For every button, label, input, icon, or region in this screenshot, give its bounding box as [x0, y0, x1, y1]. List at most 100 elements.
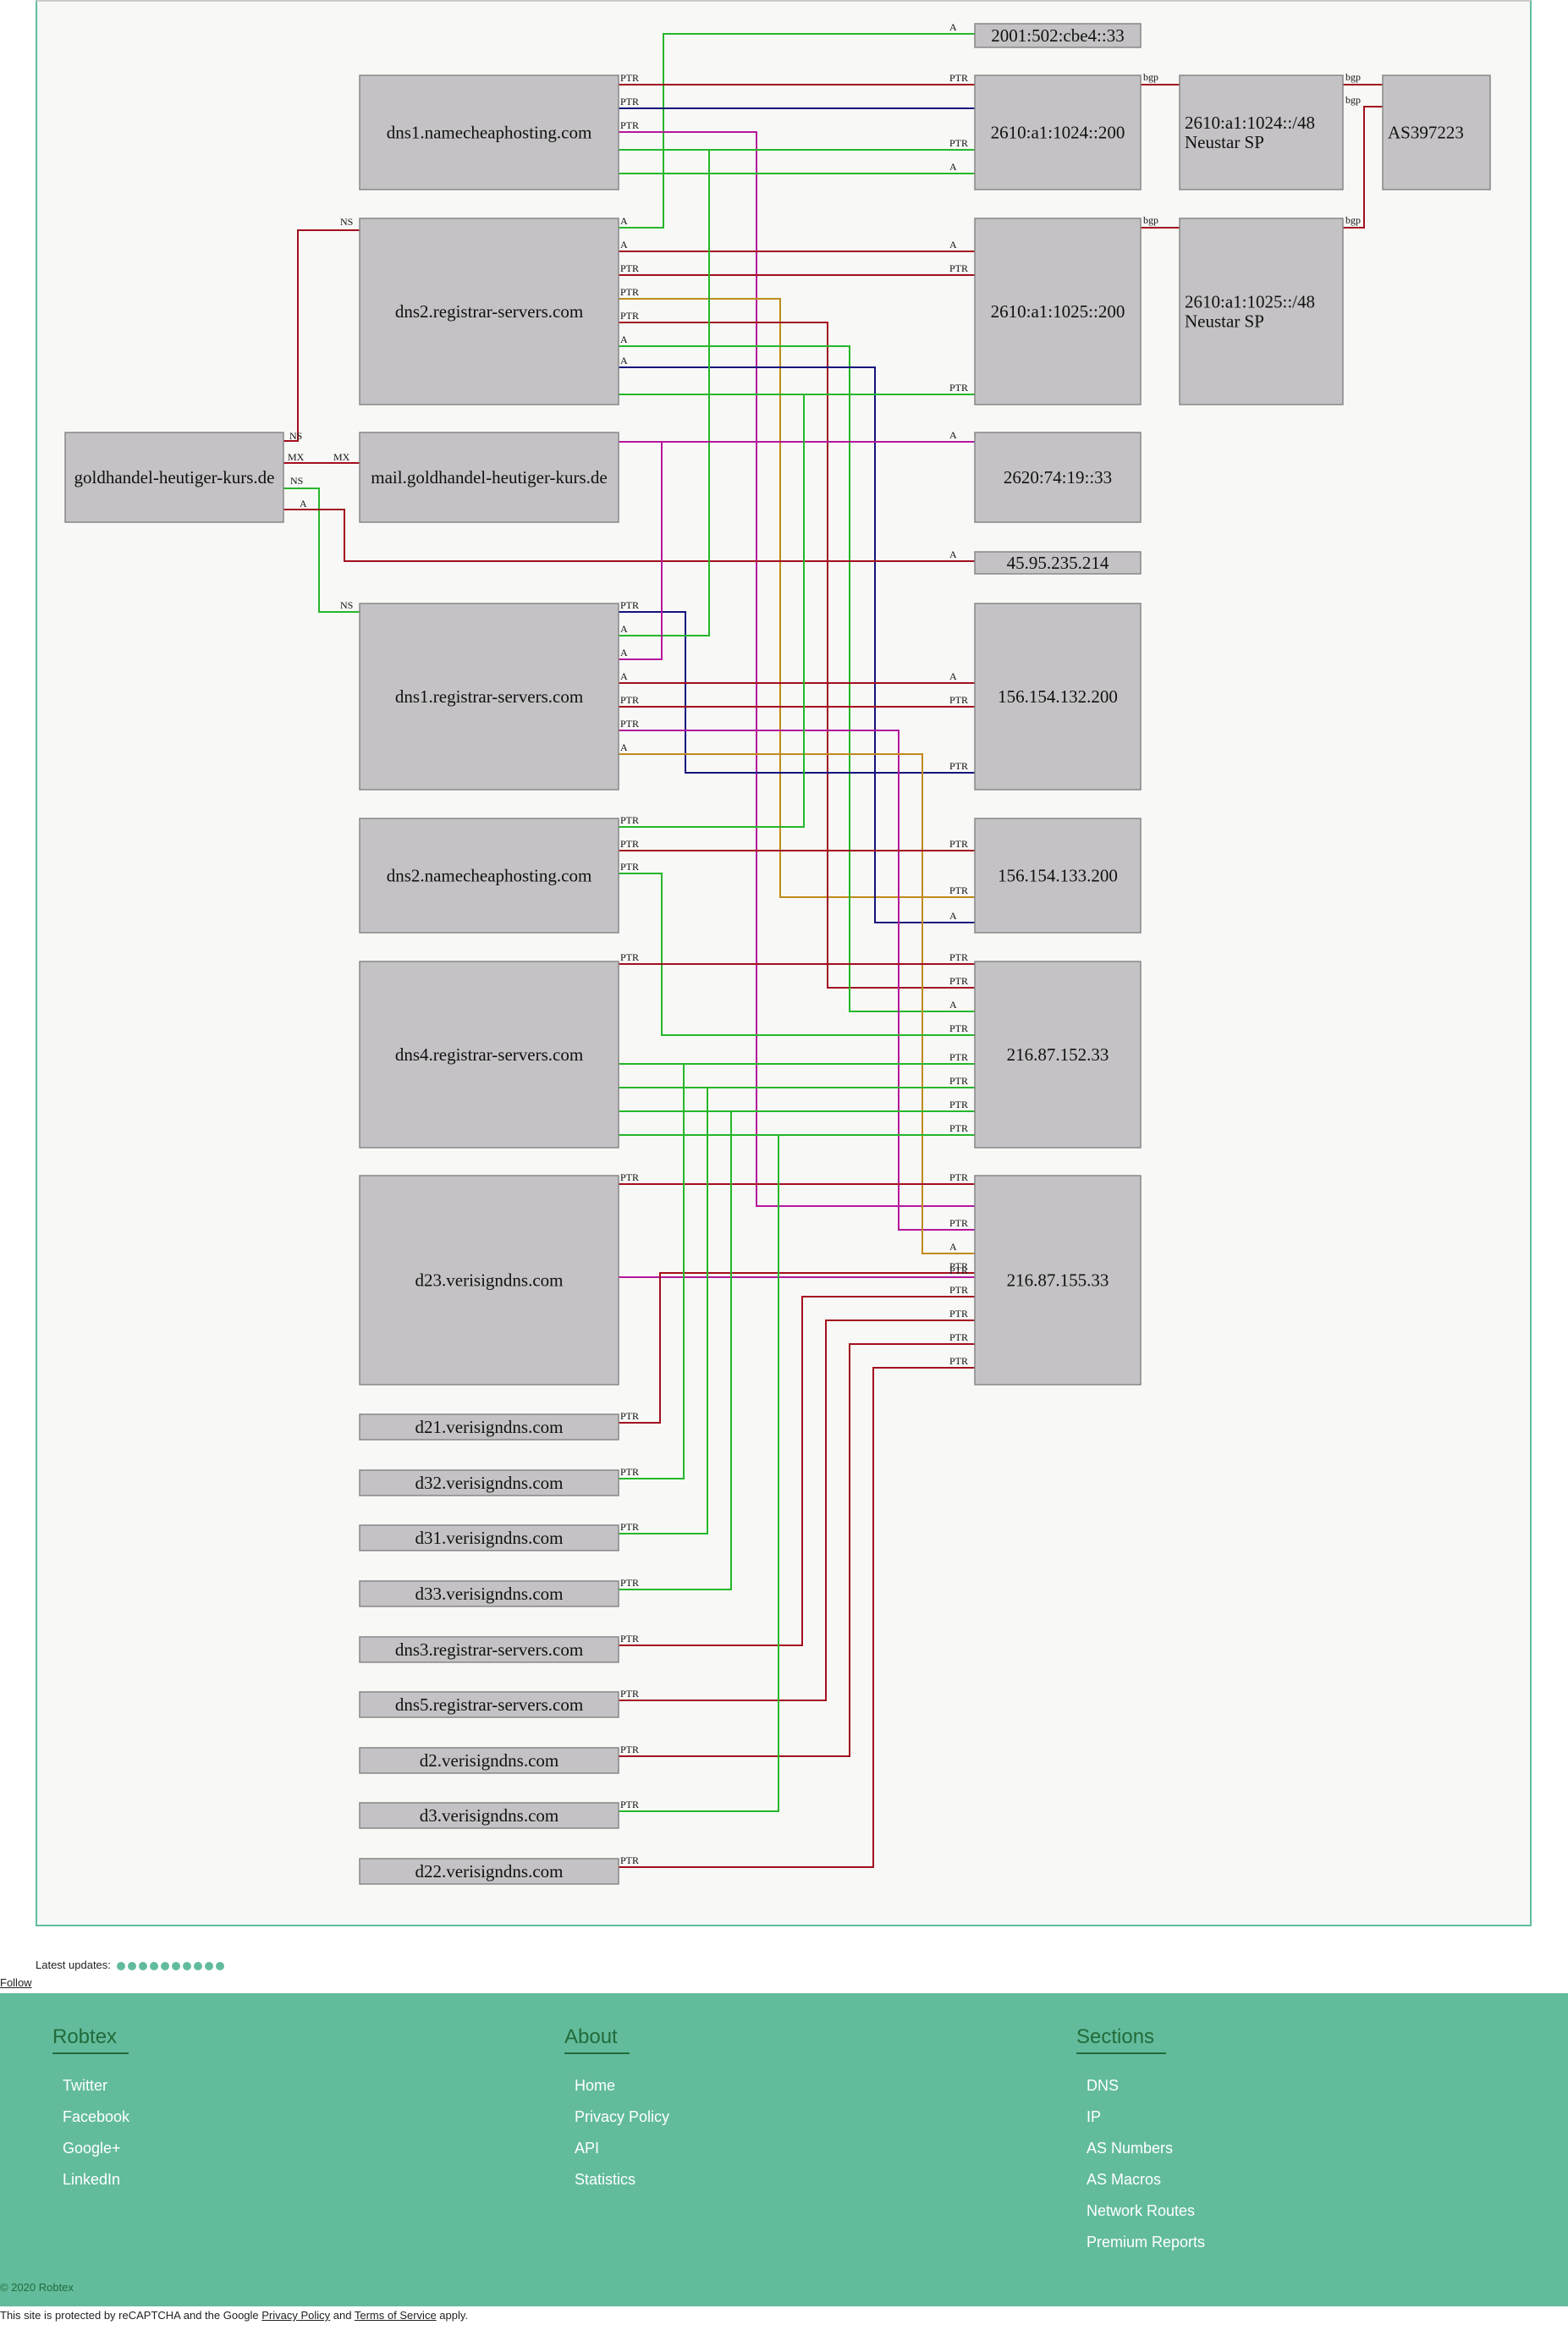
update-dot[interactable]: [204, 1961, 213, 1970]
footer-link-api[interactable]: API: [575, 2140, 600, 2157]
node-dns1nc[interactable]: dns1.namecheaphosting.com: [359, 74, 619, 190]
update-dot[interactable]: [193, 1961, 202, 1970]
node-n2620[interactable]: 2620:74:19::33: [974, 432, 1142, 523]
latest-updates-dots[interactable]: [114, 1959, 224, 1971]
edge-label: NS: [289, 430, 302, 442]
update-dot[interactable]: [160, 1961, 169, 1970]
node-n2001[interactable]: 2001:502:cbe4::33: [974, 23, 1142, 48]
node-d3[interactable]: d3.verisigndns.com: [359, 1802, 619, 1829]
terms-of-service-link[interactable]: Terms of Service: [354, 2309, 437, 2322]
update-dot[interactable]: [182, 1961, 191, 1970]
footer-link-as-macros[interactable]: AS Macros: [1087, 2171, 1162, 2188]
node-d33[interactable]: d33.verisigndns.com: [359, 1580, 619, 1607]
node-d21[interactable]: d21.verisigndns.com: [359, 1413, 619, 1441]
follow-link[interactable]: Follow: [0, 1976, 32, 1989]
recaptcha-notice: This site is protected by reCAPTCHA and …: [0, 2309, 468, 2322]
edge-line: [619, 1110, 975, 1590]
node-as397223[interactable]: AS397223: [1382, 74, 1491, 190]
edge-label: PTR: [949, 1099, 968, 1110]
edge-label: PTR: [620, 1744, 639, 1755]
node-dns3rs[interactable]: dns3.registrar-servers.com: [359, 1636, 619, 1663]
node-d23[interactable]: d23.verisigndns.com: [359, 1175, 619, 1386]
node-box: [359, 1580, 619, 1607]
node-dns2nc[interactable]: dns2.namecheaphosting.com: [359, 818, 619, 934]
edge-label: A: [620, 355, 628, 366]
update-dot[interactable]: [171, 1961, 180, 1970]
footer-link-premium-reports[interactable]: Premium Reports: [1087, 2234, 1206, 2251]
node-n216_152[interactable]: 216.87.152.33: [974, 961, 1142, 1149]
edge-label: PTR: [620, 814, 639, 826]
node-n156_133[interactable]: 156.154.133.200: [974, 818, 1142, 934]
edge-label: PTR: [949, 838, 968, 850]
node-n216_155[interactable]: 216.87.155.33: [974, 1175, 1142, 1386]
edge-label: A: [620, 647, 628, 658]
node-box: [359, 1524, 619, 1551]
footer-link-network-routes[interactable]: Network Routes: [1087, 2202, 1196, 2219]
edge-label: PTR: [620, 286, 639, 298]
edge-line: [619, 33, 975, 229]
footer-link-statistics[interactable]: Statistics: [575, 2171, 636, 2188]
node-label: 216.87.152.33: [1007, 1044, 1109, 1065]
node-n2610_200[interactable]: 2610:a1:1024::200: [974, 74, 1142, 190]
node-label: mail.goldhandel-heutiger-kurs.de: [371, 467, 608, 488]
node-mail[interactable]: mail.goldhandel-heutiger-kurs.de: [359, 432, 619, 523]
node-label: 2610:a1:1025::200: [991, 301, 1125, 322]
edge-label: PTR: [949, 382, 968, 394]
node-label: 45.95.235.214: [1007, 553, 1109, 573]
edge-label: PTR: [620, 1466, 639, 1478]
footer-link-linkedin[interactable]: LinkedIn: [63, 2171, 121, 2188]
update-dot[interactable]: [149, 1961, 158, 1970]
node-n45[interactable]: 45.95.235.214: [974, 551, 1142, 575]
node-label: d22.verisigndns.com: [415, 1861, 564, 1881]
node-d22[interactable]: d22.verisigndns.com: [359, 1858, 619, 1885]
node-box: [359, 603, 619, 791]
footer-link-ip[interactable]: IP: [1087, 2108, 1102, 2125]
dns-relationship-graph: 2001:502:cbe4::33dns1.namecheaphosting.c…: [64, 21, 1491, 1885]
update-dot[interactable]: [138, 1961, 147, 1970]
node-box: [359, 1691, 619, 1718]
node-box: [974, 818, 1142, 934]
edge-label: PTR: [949, 1022, 968, 1034]
edge-label: bgp: [1345, 71, 1361, 83]
node-dns4rs[interactable]: dns4.registrar-servers.com: [359, 961, 619, 1149]
footer-link-privacy-policy[interactable]: Privacy Policy: [575, 2108, 670, 2125]
edge-line: [619, 1320, 975, 1701]
privacy-policy-link[interactable]: Privacy Policy: [261, 2309, 331, 2322]
node-box: [359, 1802, 619, 1829]
node-dns1rs[interactable]: dns1.registrar-servers.com: [359, 603, 619, 791]
footer-link-dns[interactable]: DNS: [1087, 2077, 1120, 2094]
edge-label: PTR: [620, 262, 639, 274]
latest-updates-label: Latest updates:: [36, 1959, 111, 1971]
footer-link-twitter[interactable]: Twitter: [63, 2077, 108, 2094]
edge-label: PTR: [949, 1331, 968, 1343]
footer-link-home[interactable]: Home: [575, 2077, 616, 2094]
node-label: d3.verisigndns.com: [420, 1805, 558, 1826]
node-n2610_1025_200[interactable]: 2610:a1:1025::200: [974, 218, 1142, 405]
node-box: [974, 218, 1142, 405]
footer-link-facebook[interactable]: Facebook: [63, 2108, 130, 2125]
update-dot[interactable]: [215, 1961, 224, 1970]
node-d32[interactable]: d32.verisigndns.com: [359, 1469, 619, 1496]
footer-link-google-[interactable]: Google+: [63, 2140, 121, 2157]
node-label: 2610:a1:1025::/48: [1185, 292, 1315, 312]
edge-label: A: [620, 333, 628, 345]
node-label: dns4.registrar-servers.com: [395, 1044, 583, 1065]
node-box: [974, 23, 1142, 48]
edge-label: PTR: [620, 718, 639, 730]
footer-heading-robtex: Robtex: [52, 2025, 129, 2054]
footer-link-as-numbers[interactable]: AS Numbers: [1087, 2140, 1174, 2157]
node-d2[interactable]: d2.verisigndns.com: [359, 1747, 619, 1774]
node-dns2rs[interactable]: dns2.registrar-servers.com: [359, 218, 619, 405]
node-dns5rs[interactable]: dns5.registrar-servers.com: [359, 1691, 619, 1718]
edge-line: [619, 873, 975, 1036]
node-label: 2001:502:cbe4::33: [991, 25, 1124, 46]
node-n156_132[interactable]: 156.154.132.200: [974, 603, 1142, 791]
node-goldhandel[interactable]: goldhandel-heutiger-kurs.de: [64, 432, 284, 523]
update-dot[interactable]: [116, 1961, 125, 1970]
edge-line: [283, 509, 975, 562]
node-d31[interactable]: d31.verisigndns.com: [359, 1524, 619, 1551]
update-dot[interactable]: [127, 1961, 136, 1970]
